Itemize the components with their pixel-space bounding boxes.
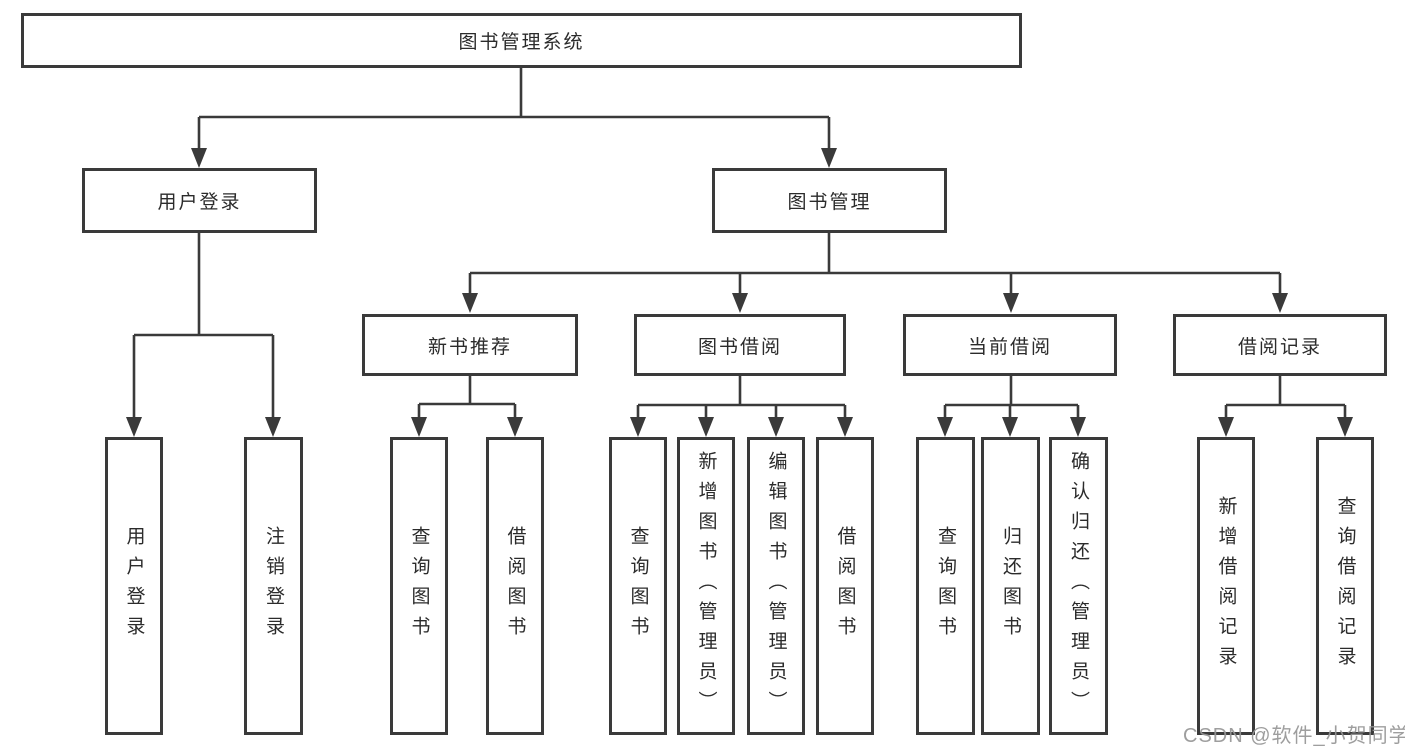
node-leaf-query-books-3: 查询图书 (916, 437, 975, 735)
watermark: CSDN @软件_小贺同学 (1183, 725, 1405, 747)
node-borrowing-records: 借阅记录 (1173, 314, 1387, 376)
node-leaf-add-book-admin: 新增图书（管理员） (677, 437, 735, 735)
node-current-borrowing: 当前借阅 (903, 314, 1117, 376)
node-leaf-query-books-2: 查询图书 (609, 437, 667, 735)
node-leaf-query-borrow-record: 查询借阅记录 (1316, 437, 1374, 735)
node-root: 图书管理系统 (21, 13, 1022, 68)
node-leaf-logout-label: 注销登录 (263, 526, 284, 646)
arrowheads (126, 148, 1353, 437)
node-leaf-query-books-2-label: 查询图书 (627, 526, 649, 646)
node-leaf-edit-book-admin: 编辑图书（管理员） (747, 437, 805, 735)
node-leaf-query-borrow-record-label: 查询借阅记录 (1334, 496, 1356, 676)
node-leaf-add-borrow-record: 新增借阅记录 (1197, 437, 1255, 735)
node-book-borrowing: 图书借阅 (634, 314, 846, 376)
node-leaf-logout: 注销登录 (244, 437, 303, 735)
node-leaf-confirm-return-admin-label: 确认归还（管理员） (1068, 451, 1089, 721)
node-leaf-user-login-label: 用户登录 (123, 526, 145, 646)
node-leaf-return-books-label: 归还图书 (1000, 526, 1021, 646)
node-leaf-query-books-1: 查询图书 (390, 437, 448, 735)
node-leaf-confirm-return-admin: 确认归还（管理员） (1049, 437, 1108, 735)
node-leaf-borrow-books-2: 借阅图书 (816, 437, 874, 735)
node-leaf-edit-book-admin-label: 编辑图书（管理员） (765, 451, 787, 721)
node-leaf-add-book-admin-label: 新增图书（管理员） (695, 451, 717, 721)
node-leaf-borrow-books-1-label: 借阅图书 (504, 526, 526, 646)
node-new-book-recommend: 新书推荐 (362, 314, 578, 376)
node-leaf-add-borrow-record-label: 新增借阅记录 (1215, 496, 1237, 676)
node-leaf-query-books-1-label: 查询图书 (408, 526, 430, 646)
node-book-management: 图书管理 (712, 168, 947, 233)
node-leaf-borrow-books-1: 借阅图书 (486, 437, 544, 735)
node-leaf-query-books-3-label: 查询图书 (935, 526, 956, 646)
node-leaf-borrow-books-2-label: 借阅图书 (834, 526, 856, 646)
node-user-login-branch: 用户登录 (82, 168, 317, 233)
node-leaf-return-books: 归还图书 (981, 437, 1040, 735)
node-leaf-user-login: 用户登录 (105, 437, 163, 735)
